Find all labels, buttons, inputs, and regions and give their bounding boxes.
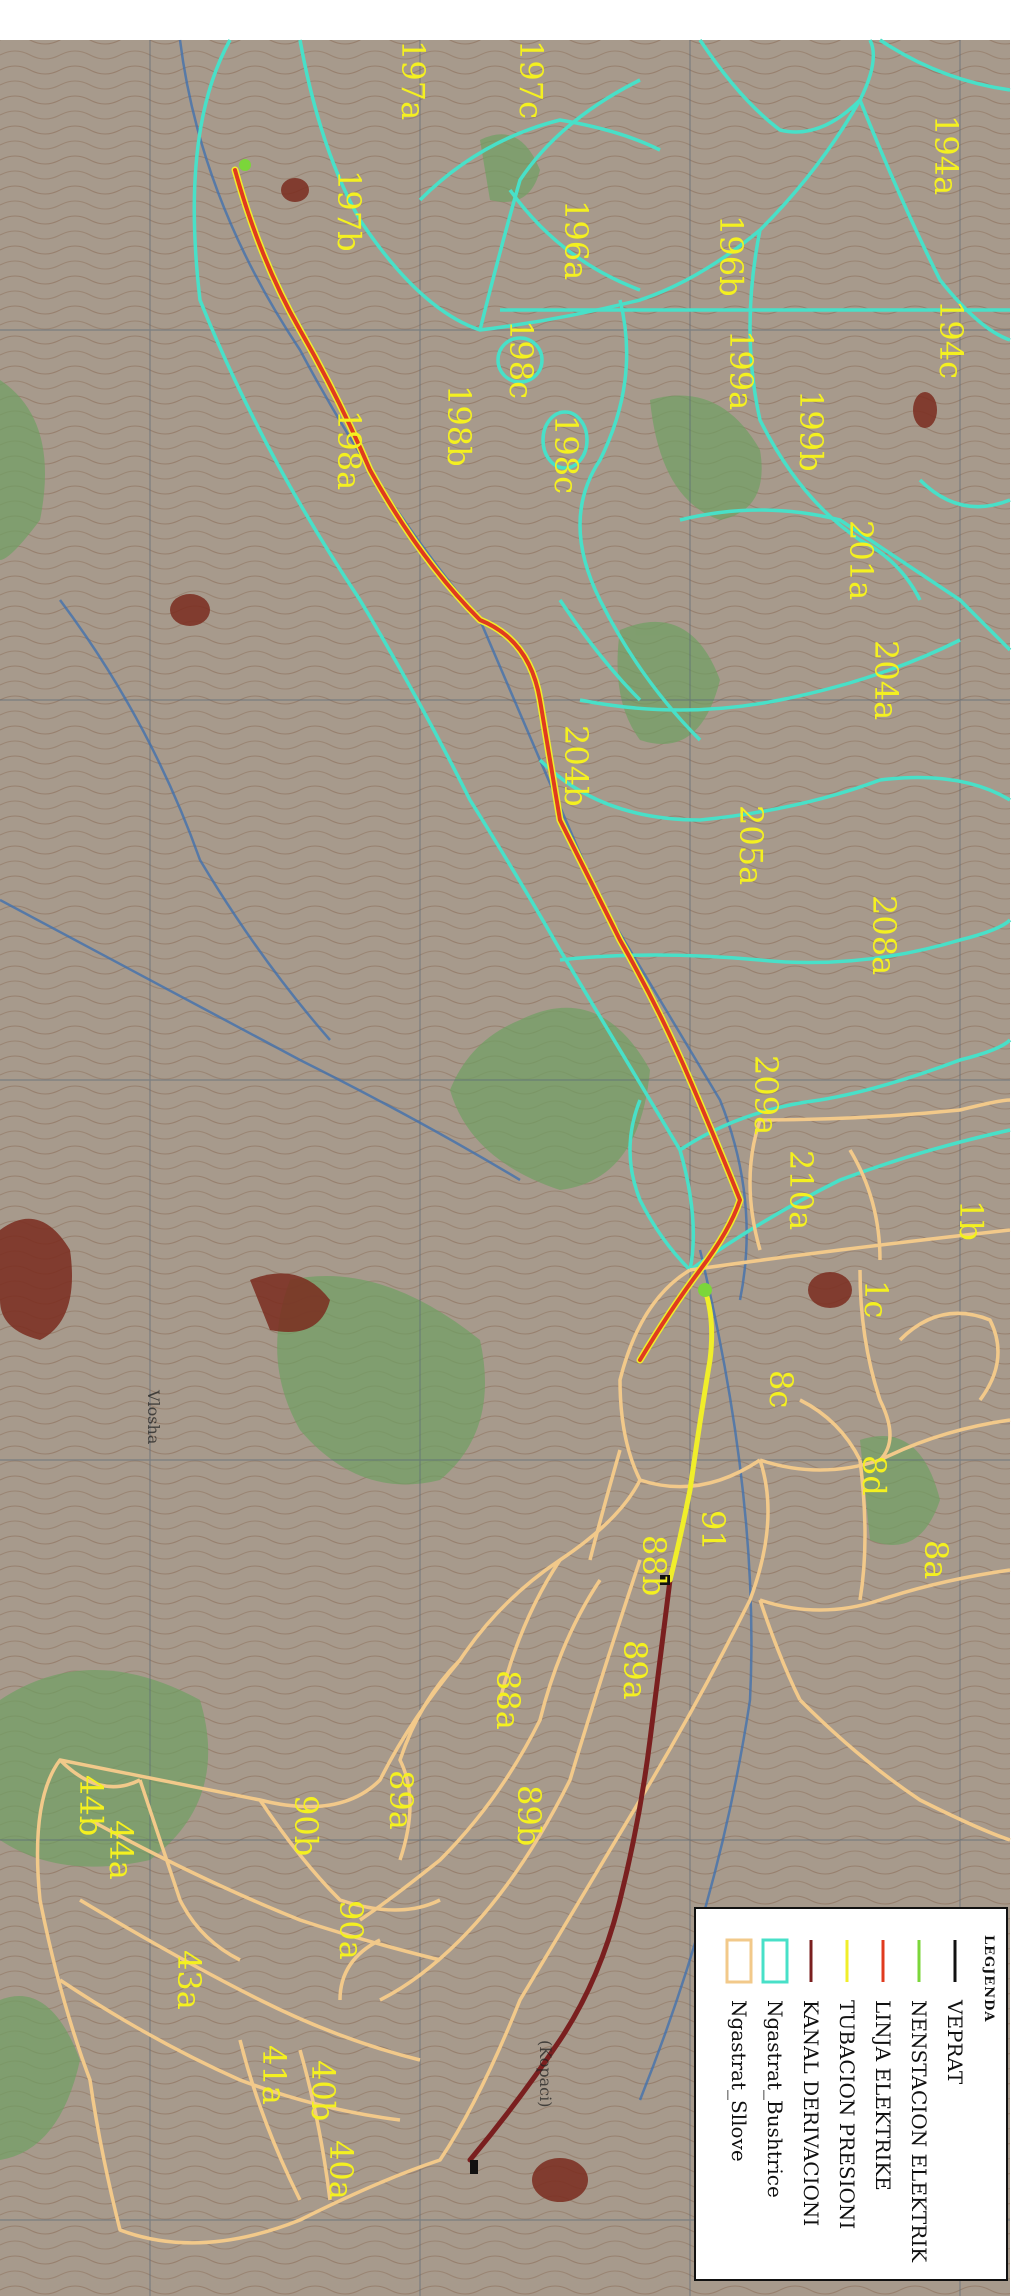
legend-item: KANAL DERIVACIONI	[799, 1940, 823, 2226]
veprat-markers	[470, 2160, 478, 2174]
place-kopaci: (Kopaci)	[536, 2040, 555, 2108]
parcel-label: 210a	[782, 1150, 820, 1230]
parcel-label: 198a	[330, 410, 368, 490]
legend-item: LINJA ELEKTRIKE	[871, 1940, 895, 2191]
parcel-label: 89a	[616, 1640, 654, 1700]
parcel-label: 199a	[722, 330, 760, 410]
linja-elektrike	[231, 166, 744, 1364]
parcel-label: 199b	[792, 390, 830, 472]
parcel-label: 40a	[322, 2140, 360, 2200]
legend-label: NENSTACION ELEKTRIK	[907, 2000, 931, 2263]
parcel-label: 198c	[502, 320, 540, 399]
legend-label: LINJA ELEKTRIKE	[871, 2000, 895, 2191]
parcel-label: 205a	[732, 805, 770, 885]
legend-label: TUBACION PRESIONI	[835, 2000, 859, 2229]
parcel-label: 91	[694, 1510, 732, 1551]
parcel-label: 90a	[332, 1900, 370, 1960]
parcel-label: 198c	[547, 415, 585, 494]
parcel-label: 194c	[932, 300, 970, 379]
legend-box-symbol	[725, 1938, 753, 1984]
parcel-label: 204a	[867, 640, 905, 720]
parcel-label: 8c	[762, 1370, 800, 1408]
parcel-label: 208a	[865, 895, 903, 975]
parcel-label: 41a	[255, 2045, 293, 2105]
kanal-derivacioni-line	[467, 1577, 673, 2163]
parcel-label: 197c	[512, 40, 550, 119]
legend-item: Ngastrat_Bushtrice	[761, 1938, 789, 2198]
parcel-label: 197b	[330, 170, 368, 252]
parcel-label: 201a	[842, 520, 880, 600]
legend-item: NENSTACION ELEKTRIK	[907, 1940, 931, 2263]
sllove-parcels	[35, 1098, 1011, 2245]
legend-item: TUBACION PRESIONI	[835, 1940, 859, 2229]
place-names: Vlosha (Kopaci)	[144, 1389, 555, 2108]
legend-items: VEPRAT NENSTACION ELEKTRIK LINJA ELEKTRIKE…	[725, 1938, 967, 2263]
tubacion-presioni-line	[667, 1287, 715, 1583]
parcel-label: 8a	[917, 1540, 955, 1579]
legend-label: KANAL DERIVACIONI	[799, 2000, 823, 2226]
parcel-label: 204b	[557, 725, 595, 807]
rivers	[0, 39, 753, 2101]
map-legend: LEGJENDA VEPRAT NENSTACION ELEKTRIK LINJA …	[694, 1907, 1008, 2281]
parcel-label: 198b	[440, 385, 478, 467]
legend-label: Ngastrat_Bushtrice	[763, 2000, 787, 2198]
parcel-label: 88a	[489, 1670, 527, 1730]
parcel-label: 89a	[382, 1770, 420, 1830]
legend-box-symbol	[761, 1938, 789, 1984]
parcel-label: 44b	[72, 1775, 110, 1836]
nenstacion-elektrik-markers	[239, 159, 712, 1585]
settlements	[0, 178, 937, 2202]
parcel-label: 8d	[855, 1455, 893, 1496]
legend-item: VEPRAT	[943, 1940, 967, 2085]
parcel-label: 196b	[712, 215, 750, 297]
parcel-label: 1c	[857, 1280, 895, 1318]
parcel-label: 40b	[304, 2060, 342, 2121]
legend-label: VEPRAT	[943, 1999, 967, 2085]
parcel-label: 43a	[170, 1950, 208, 2010]
legend-item: Ngastrat_Sllove	[725, 1938, 753, 2162]
parcel-label: 194a	[927, 115, 965, 195]
parcel-labels: 194a 194c 197a 197c 197b 196a 196b 198c …	[72, 40, 990, 2200]
parcel-label: 89b	[510, 1785, 548, 1846]
parcel-label: 209a	[747, 1055, 785, 1135]
parcel-label: 44a	[102, 1820, 140, 1880]
forest-areas	[0, 134, 940, 2160]
legend-title: LEGJENDA	[981, 1935, 996, 2022]
parcel-label: 197a	[394, 40, 432, 120]
place-vlosha: Vlosha	[144, 1389, 163, 1445]
parcel-label: 88b	[635, 1535, 673, 1596]
parcel-label: 90b	[287, 1795, 325, 1856]
legend-label: Ngastrat_Sllove	[727, 2000, 751, 2162]
parcel-label: 196a	[557, 200, 595, 280]
bushtrice-parcels	[192, 38, 1012, 1272]
parcel-label: 1b	[952, 1200, 990, 1241]
